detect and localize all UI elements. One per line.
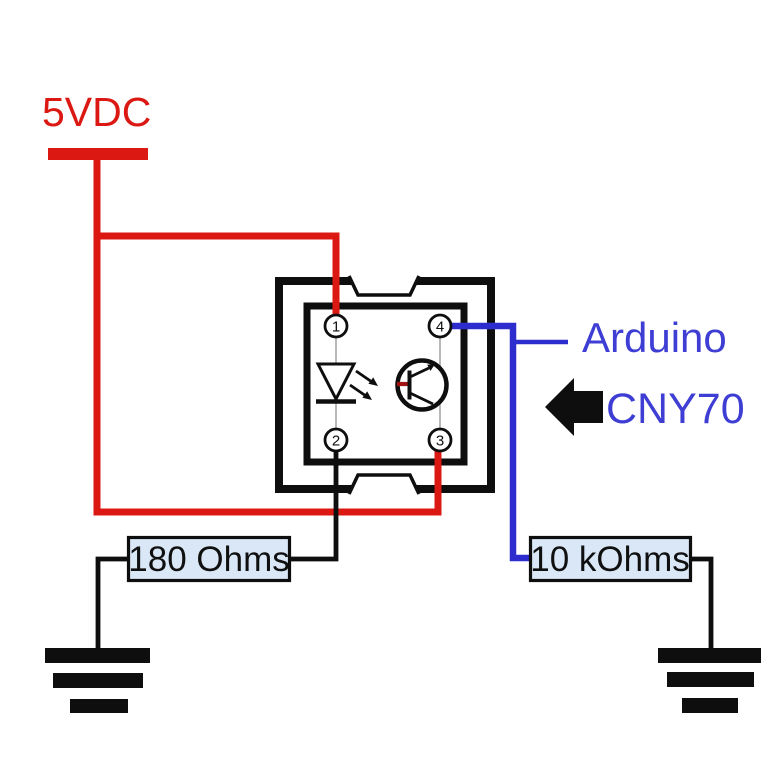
wire-5v-to-pin3 xyxy=(93,160,442,516)
light-emission-arrows-icon xyxy=(349,369,378,400)
red-5v-wires xyxy=(93,160,442,516)
pin-2-number: 2 xyxy=(332,433,340,450)
package-bottom-notch xyxy=(347,473,421,495)
ground-symbol-left xyxy=(45,648,150,713)
component-name-label: CNY70 xyxy=(606,385,745,433)
arduino-label: Arduino xyxy=(582,314,727,361)
pin-3-circle xyxy=(427,427,453,453)
pin-3-number: 3 xyxy=(436,433,444,450)
resistor-box xyxy=(126,535,292,583)
resistor-box xyxy=(528,535,693,583)
resistor-value-label: 180 Ohms xyxy=(128,540,289,579)
resistor-10-kohms: 10 kOhms xyxy=(528,535,693,583)
cny70-package xyxy=(275,275,495,495)
led-triangle xyxy=(315,362,357,403)
wire-resistor-to-ground-right xyxy=(689,556,714,650)
transistor-collector-line xyxy=(409,366,430,379)
black-ground-wires xyxy=(95,451,714,650)
wire-pin4-to-resistor xyxy=(450,322,531,562)
pin-2-circle xyxy=(323,427,349,453)
wire-pin2-to-resistor xyxy=(289,451,339,562)
wire-resistor-to-ground-left xyxy=(95,556,130,649)
pin-1-circle xyxy=(323,313,349,339)
blue-signal-wires xyxy=(450,322,568,562)
led-symbol xyxy=(315,362,378,404)
pin-1-number: 1 xyxy=(332,319,340,336)
resistor-180-ohms: 180 Ohms xyxy=(126,535,292,583)
power-supply-label: 5VDC xyxy=(42,89,151,135)
resistor-value-label: 10 kOhms xyxy=(530,540,690,579)
pin-4-circle xyxy=(427,313,453,339)
phototransistor-symbol xyxy=(395,358,449,412)
package-top-notch xyxy=(347,275,421,297)
package-pins: 1 4 2 3 xyxy=(323,313,453,453)
ground-symbol-right xyxy=(658,648,761,713)
transistor-emitter-line xyxy=(409,391,434,406)
left-arrow-icon xyxy=(545,378,603,436)
wire-5v-to-pin1 xyxy=(94,232,340,316)
collector-arrowhead-icon xyxy=(427,364,435,371)
power-rail-bar xyxy=(48,148,148,160)
pin-4-number: 4 xyxy=(436,319,444,336)
